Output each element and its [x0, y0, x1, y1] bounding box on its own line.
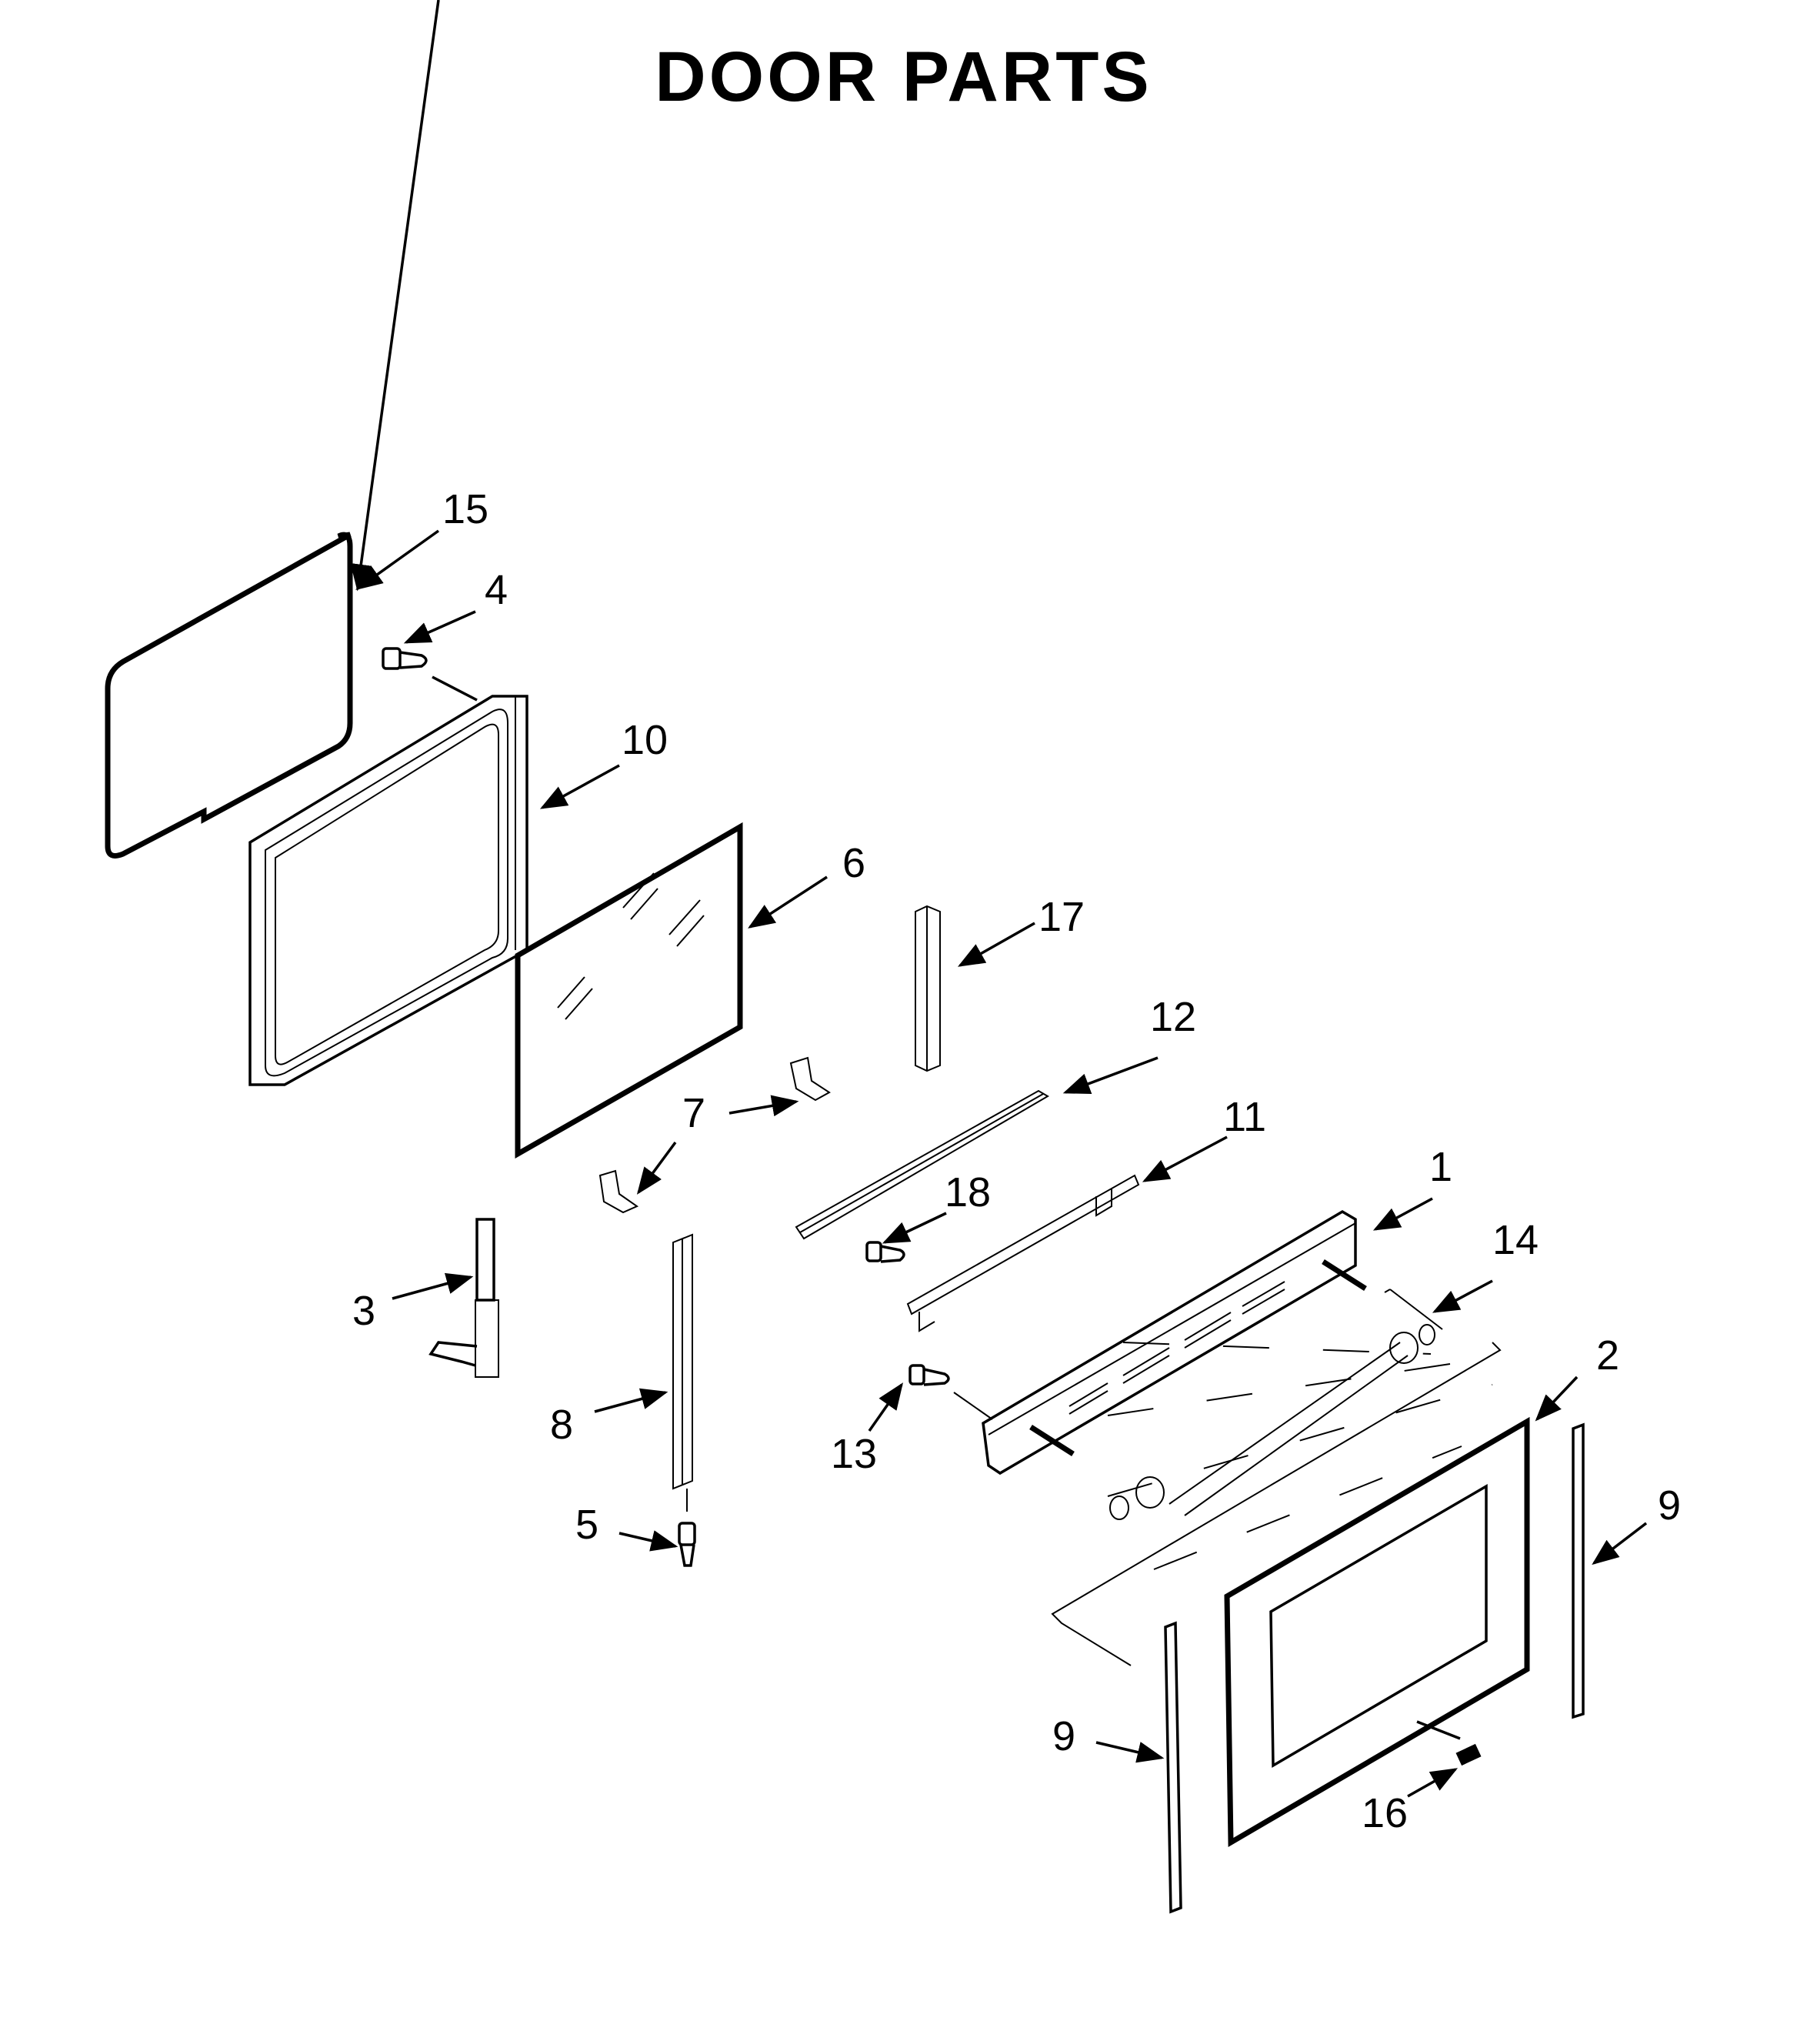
part-5-screw[interactable] — [678, 1522, 696, 1567]
part-9-trim-right[interactable] — [1572, 1422, 1585, 1719]
part-11-bracket[interactable] — [906, 1174, 1140, 1332]
callout-5[interactable]: 5 — [575, 1502, 678, 1552]
callout-15[interactable]: 15 — [350, 0, 488, 592]
callout-label-6: 6 — [842, 840, 865, 886]
callout-1[interactable]: 1 — [1372, 1144, 1452, 1231]
callout-label-8: 8 — [550, 1402, 573, 1448]
part-7-clip-lower[interactable] — [598, 1169, 639, 1214]
callout-18[interactable]: 18 — [882, 1169, 991, 1244]
part-6-glass[interactable] — [515, 822, 743, 1159]
callout-12[interactable]: 12 — [1062, 994, 1196, 1095]
diagram-title: DOOR PARTS — [655, 38, 1152, 116]
part-10-inner-door[interactable] — [248, 695, 528, 1086]
part-18-screw[interactable] — [865, 1241, 905, 1263]
part-13-screw[interactable] — [909, 1364, 993, 1420]
callout-label-14: 14 — [1492, 1217, 1539, 1263]
callout-label-12: 12 — [1150, 994, 1196, 1040]
part-7-clip-upper[interactable] — [789, 1056, 831, 1102]
callout-label-9-left: 9 — [1052, 1713, 1075, 1759]
callout-label-15: 15 — [442, 486, 488, 532]
callout-label-4: 4 — [485, 567, 508, 613]
callout-8[interactable]: 8 — [550, 1388, 668, 1448]
callout-label-17: 17 — [1039, 894, 1085, 940]
callout-label-11: 11 — [1223, 1094, 1266, 1140]
callout-label-18: 18 — [945, 1169, 991, 1215]
callout-label-5: 5 — [575, 1502, 598, 1548]
callout-7[interactable]: 7 — [636, 1090, 799, 1195]
part-16-clip[interactable] — [1455, 1743, 1482, 1766]
part-8-bracket[interactable] — [672, 1233, 693, 1512]
callout-label-9-right: 9 — [1658, 1482, 1681, 1529]
part-9-trim-left[interactable] — [1164, 1621, 1182, 1914]
part-2-outer-door[interactable] — [1224, 1416, 1530, 1848]
part-4-screw[interactable] — [382, 647, 478, 702]
part-15-gasket[interactable] — [105, 532, 353, 859]
part-17-channel[interactable] — [915, 905, 941, 1072]
callout-label-10: 10 — [622, 717, 668, 763]
callout-label-2: 2 — [1596, 1332, 1619, 1379]
callout-17[interactable]: 17 — [957, 894, 1085, 967]
callout-6[interactable]: 6 — [748, 840, 865, 929]
callout-label-13: 13 — [831, 1431, 877, 1477]
callout-3[interactable]: 3 — [352, 1272, 474, 1334]
part-3-hinge[interactable] — [428, 1218, 499, 1378]
callout-label-1: 1 — [1429, 1144, 1452, 1190]
callout-9-right[interactable]: 9 — [1592, 1482, 1681, 1566]
callout-4[interactable]: 4 — [403, 567, 508, 644]
part-1-vent-panel[interactable] — [982, 1209, 1367, 1475]
callout-label-16: 16 — [1362, 1790, 1408, 1836]
callout-13[interactable]: 13 — [831, 1382, 904, 1477]
part-12-trim[interactable] — [795, 1089, 1049, 1240]
callout-label-7: 7 — [682, 1090, 705, 1136]
callout-16[interactable]: 16 — [1362, 1768, 1459, 1836]
callout-2[interactable]: 2 — [1535, 1332, 1619, 1422]
callout-14[interactable]: 14 — [1432, 1217, 1539, 1313]
callout-label-3: 3 — [352, 1288, 375, 1334]
callout-9-left[interactable]: 9 — [1052, 1713, 1165, 1763]
part-14-handle[interactable] — [1051, 1289, 1502, 1666]
callout-11[interactable]: 11 — [1142, 1094, 1266, 1182]
callout-10[interactable]: 10 — [539, 717, 668, 809]
